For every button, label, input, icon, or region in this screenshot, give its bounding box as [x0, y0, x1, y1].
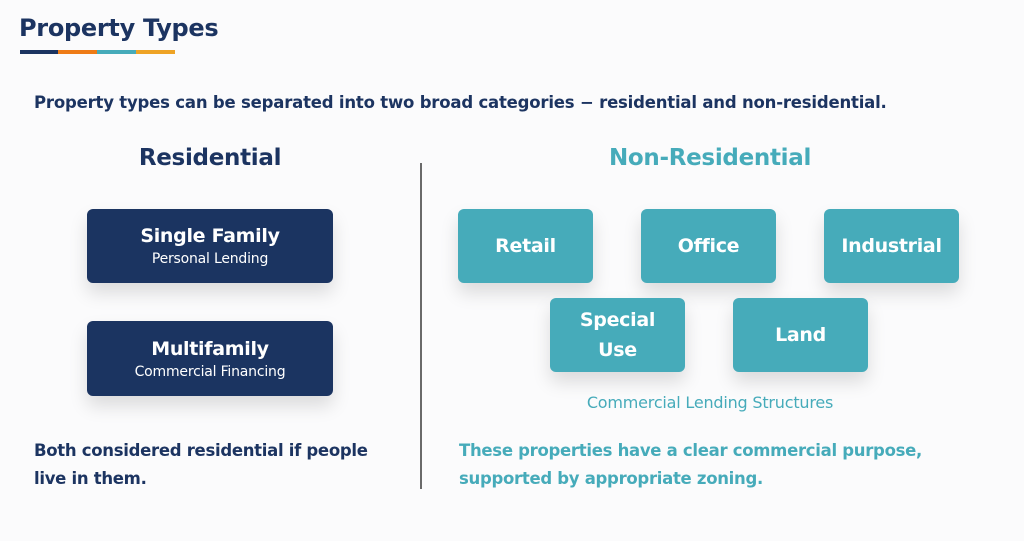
- retail-box: Retail: [458, 209, 593, 283]
- box-label: Office: [677, 235, 740, 257]
- non-residential-note: These properties have a clear commercial…: [459, 441, 922, 488]
- special-use-box: Special Use: [550, 298, 685, 372]
- title-underline-orange: [58, 50, 97, 54]
- industrial-box: Industrial: [824, 209, 959, 283]
- box-title: Single Family: [140, 225, 280, 247]
- box-subtitle: Personal Lending: [151, 251, 269, 267]
- box-subtitle: Commercial Financing: [134, 363, 286, 380]
- box-label: Industrial: [841, 235, 942, 257]
- land-box: Land: [733, 298, 868, 372]
- box-title: Multifamily: [151, 337, 269, 360]
- box-label: Special Use: [579, 309, 656, 361]
- commercial-caption: Commercial Lending Structures: [586, 393, 834, 412]
- office-box: Office: [641, 209, 776, 283]
- title-underline-navy: [20, 50, 58, 54]
- title-underline-teal: [97, 50, 136, 54]
- residential-note: Both considered residential if people li…: [34, 441, 368, 488]
- residential-heading: Residential: [138, 145, 282, 171]
- multifamily-box: Multifamily Commercial Financing: [87, 321, 333, 396]
- intro-text: Property types can be separated into two…: [34, 93, 887, 112]
- box-label: Land: [775, 324, 826, 346]
- title-underline-gold: [136, 50, 175, 54]
- non-residential-heading: Non-Residential: [608, 145, 812, 171]
- single-family-box: Single Family Personal Lending: [87, 209, 333, 283]
- box-label: Retail: [495, 235, 556, 257]
- page-title: Property Types: [19, 14, 219, 42]
- column-divider: [420, 163, 422, 489]
